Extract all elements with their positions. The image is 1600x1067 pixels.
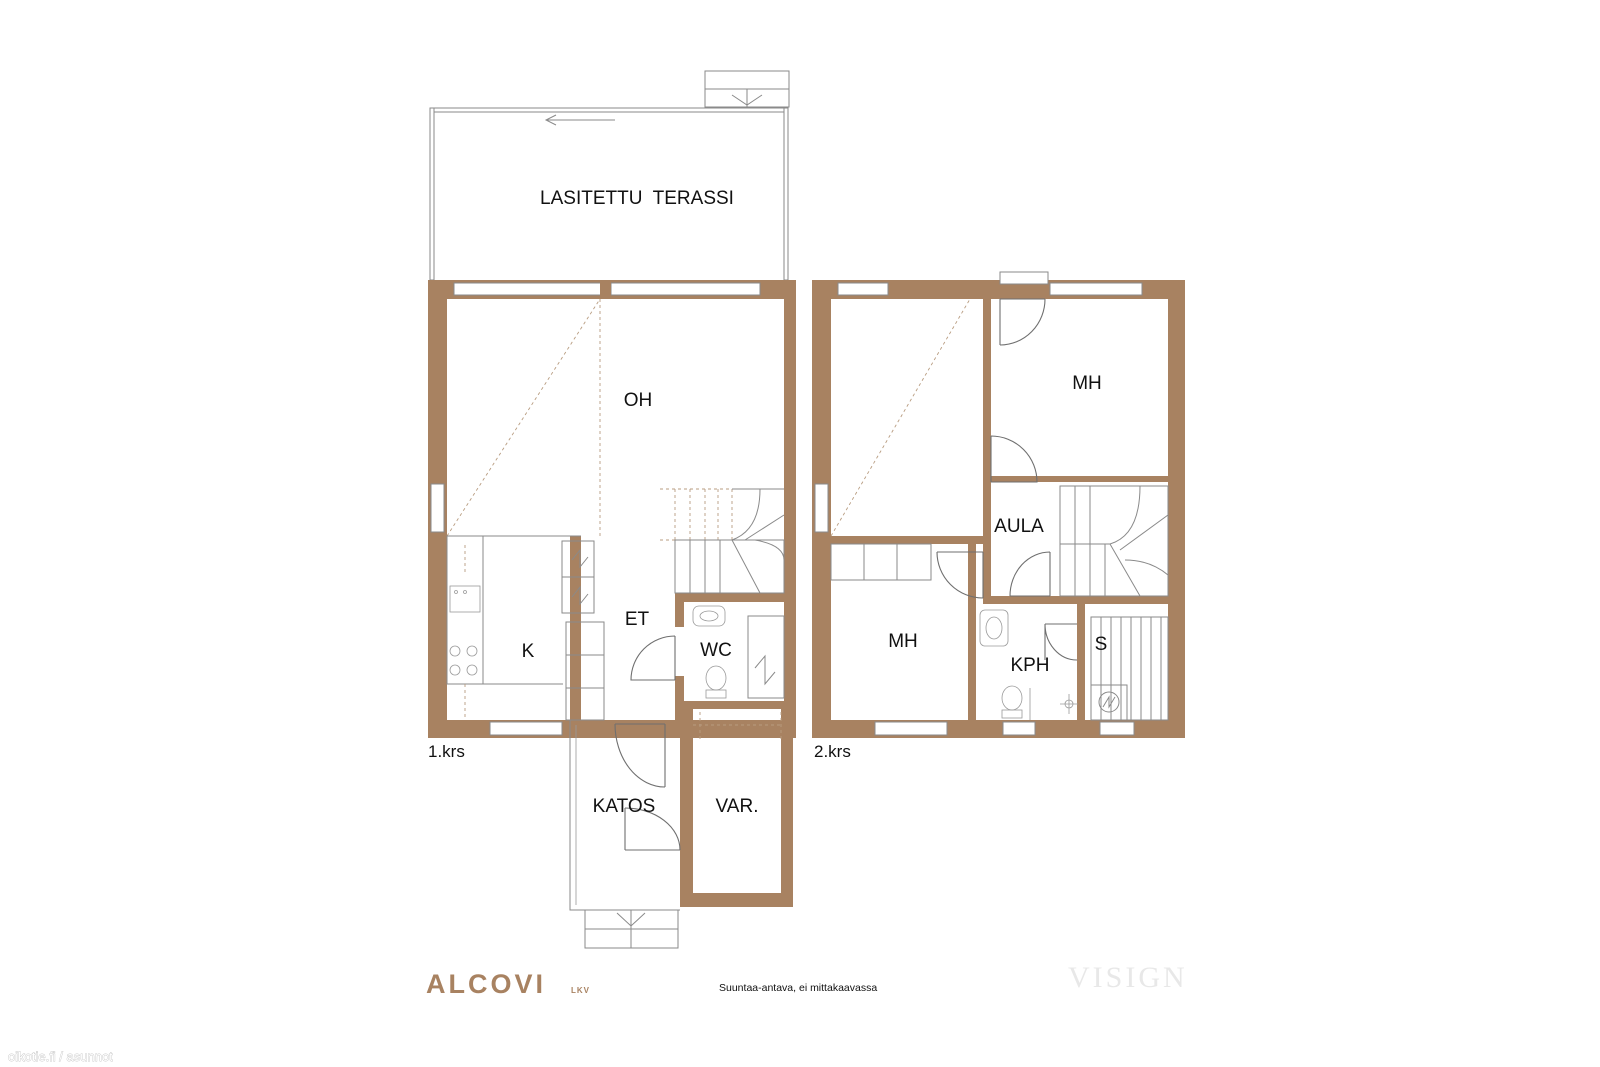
room-label-kitchen: K <box>522 641 535 662</box>
room-label-entry: ET <box>625 609 650 630</box>
terrace <box>429 70 790 281</box>
room-label-storage: VAR. <box>716 796 759 817</box>
room-label-sauna: S <box>1095 634 1108 655</box>
room-label-toilet: WC <box>700 640 732 661</box>
room-label-living: OH <box>624 390 653 411</box>
terrace-label: LASITETTU TERASSI <box>540 188 734 209</box>
room-label-hall: AULA <box>994 516 1044 537</box>
floor2-label: 2.krs <box>814 742 851 761</box>
watermark: VISIGN <box>1068 961 1188 994</box>
floor1-walls <box>428 280 796 907</box>
floor2-walls <box>812 271 1185 738</box>
logo-main: ALCOVI <box>426 969 546 999</box>
disclaimer-note: Suuntaa-antava, ei mittakaavassa <box>719 982 877 994</box>
floor1-fixtures <box>446 298 785 949</box>
floor2-fixtures <box>830 298 1169 721</box>
room-label-carport: KATOS <box>593 796 656 817</box>
alcovi-logo: ALCOVI LKV <box>426 969 590 999</box>
logo-suffix: LKV <box>571 986 590 995</box>
room-label-bedroom-bottom: MH <box>888 631 918 652</box>
room-label-bedroom-top: MH <box>1072 373 1102 394</box>
source-watermark: oikotie.fi / asunnot <box>8 1049 113 1064</box>
floor1-label: 1.krs <box>428 742 465 761</box>
room-label-bathroom: KPH <box>1010 655 1049 676</box>
